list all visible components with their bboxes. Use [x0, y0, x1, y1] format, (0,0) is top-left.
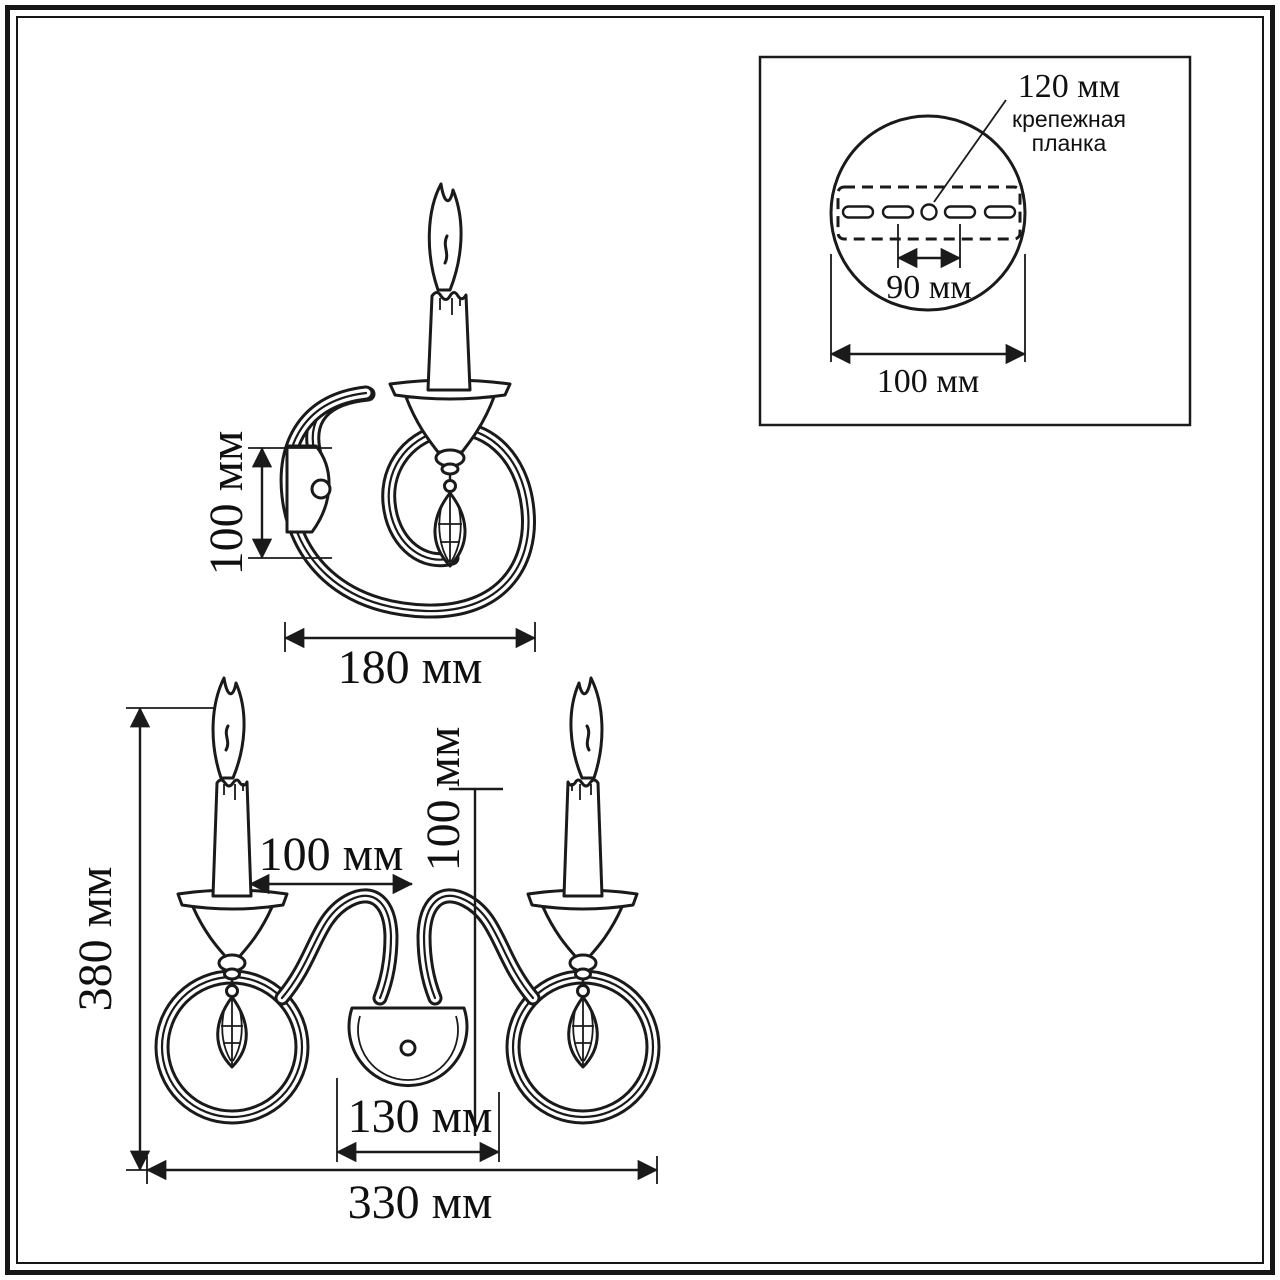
dim-base-width: 100 мм [829, 254, 1027, 400]
mount-detail-inset: 120 мм крепежная планка 90 мм 100 мм [758, 55, 1192, 427]
dim-side-width: 180 мм [283, 622, 537, 694]
front-right-scroll [416, 888, 661, 1125]
wall-bracket [285, 444, 332, 534]
mounting-slots [841, 203, 1017, 221]
side-view-sconce-drawing: 100 мм 180 мм [200, 182, 537, 694]
dim-front-arm-height: 100 мм [417, 727, 503, 1136]
mounting-plate-dashed [836, 185, 1022, 241]
dim-front-total-width: 330 мм [145, 1156, 659, 1229]
plate-note-line1: крепежная [1012, 106, 1126, 132]
side-mount-height-label: 100 мм [200, 431, 253, 576]
dim-side-mount-height: 100 мм [200, 431, 332, 576]
dim-front-candle-height: 100 мм [248, 828, 414, 895]
side-candle [426, 291, 472, 392]
front-total-height-label: 380 мм [69, 867, 122, 1012]
plate-note-line2: планка [1032, 130, 1107, 156]
front-backplate-width-label: 130 мм [348, 1090, 493, 1143]
dim-front-backplate-width: 130 мм [335, 1078, 501, 1163]
front-left-candle-unit [176, 676, 289, 1069]
side-flame [427, 182, 463, 292]
base-width-label: 100 мм [877, 363, 980, 400]
front-view-sconce-drawing: 380 мм 100 мм 100 мм 130 мм 330 мм [69, 676, 661, 1229]
front-left-scroll [154, 888, 399, 1125]
plate-length-label: 120 мм [1018, 68, 1121, 105]
front-candle-height-label: 100 мм [259, 828, 404, 881]
front-arm-height-label: 100 мм [417, 727, 470, 872]
side-width-label: 180 мм [338, 641, 483, 694]
hole-spacing-label: 90 мм [886, 269, 972, 306]
dim-front-total-height: 380 мм [69, 706, 214, 1172]
front-total-width-label: 330 мм [348, 1176, 493, 1229]
front-right-candle-unit [526, 676, 639, 1069]
backplate-hole [399, 1039, 417, 1057]
leader-line [933, 99, 1007, 203]
side-crystal-pendant [433, 473, 467, 568]
center-hole [920, 203, 938, 221]
front-backplate [347, 1006, 469, 1087]
dim-hole-spacing: 90 мм [886, 224, 972, 306]
backplate-circle [829, 114, 1027, 312]
side-bobeche [388, 378, 512, 476]
